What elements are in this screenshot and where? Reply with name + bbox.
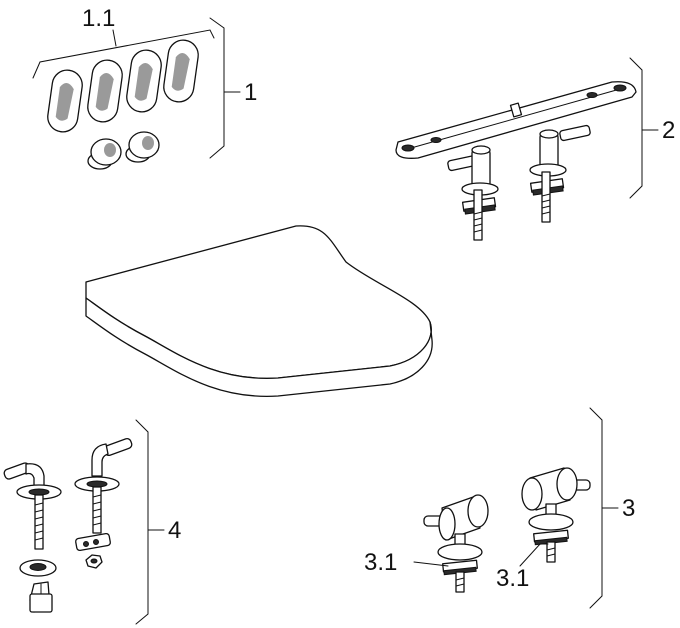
washer-disc — [19, 559, 57, 577]
group-1-buffer-set — [32, 17, 241, 170]
buffer-pad-1 — [47, 69, 83, 133]
group-3-hinge-set — [413, 407, 619, 609]
label-1-1: 1.1 — [82, 5, 115, 32]
anchor-plug — [29, 581, 53, 613]
label-1: 1 — [244, 79, 257, 106]
hinge-cylinder-right — [521, 467, 591, 563]
label-4: 4 — [168, 517, 181, 544]
group-1-1-leader — [112, 29, 117, 47]
hinge-cylinder-left — [423, 494, 489, 593]
fixing-bolt-left — [3, 462, 62, 550]
buffer-pad-3 — [126, 49, 162, 113]
hinge-mounting-bar — [395, 81, 637, 159]
cover-cap-2 — [125, 131, 160, 163]
label-3-1-right: 3.1 — [496, 565, 529, 592]
buffer-pad-4 — [163, 39, 199, 103]
fixing-bolt-right — [74, 437, 133, 534]
toilet-seat-lid — [85, 225, 433, 397]
slotted-plate — [75, 532, 111, 552]
group-1-bracket — [209, 17, 225, 159]
group-3-bracket — [589, 407, 603, 609]
group-3-1-right-leader — [519, 543, 549, 567]
seat-top-surface — [85, 225, 432, 379]
group-2-bracket — [629, 57, 643, 199]
group-3-1-left-leader — [413, 561, 449, 567]
buffer-pad-2 — [87, 59, 123, 123]
seat-side-edge — [85, 297, 433, 397]
hinge-post-left — [447, 145, 499, 241]
label-3: 3 — [622, 495, 635, 522]
label-2: 2 — [662, 117, 675, 144]
group-2-hinge-bar-set — [395, 57, 659, 241]
hinge-post-right — [529, 124, 591, 223]
label-3-1-left: 3.1 — [364, 549, 397, 576]
hex-nut — [85, 554, 103, 569]
group-1-1-bracket — [32, 29, 215, 79]
group-4-bracket — [135, 419, 149, 625]
group-4-fixing-set — [3, 419, 165, 625]
cover-cap-1 — [87, 138, 122, 170]
